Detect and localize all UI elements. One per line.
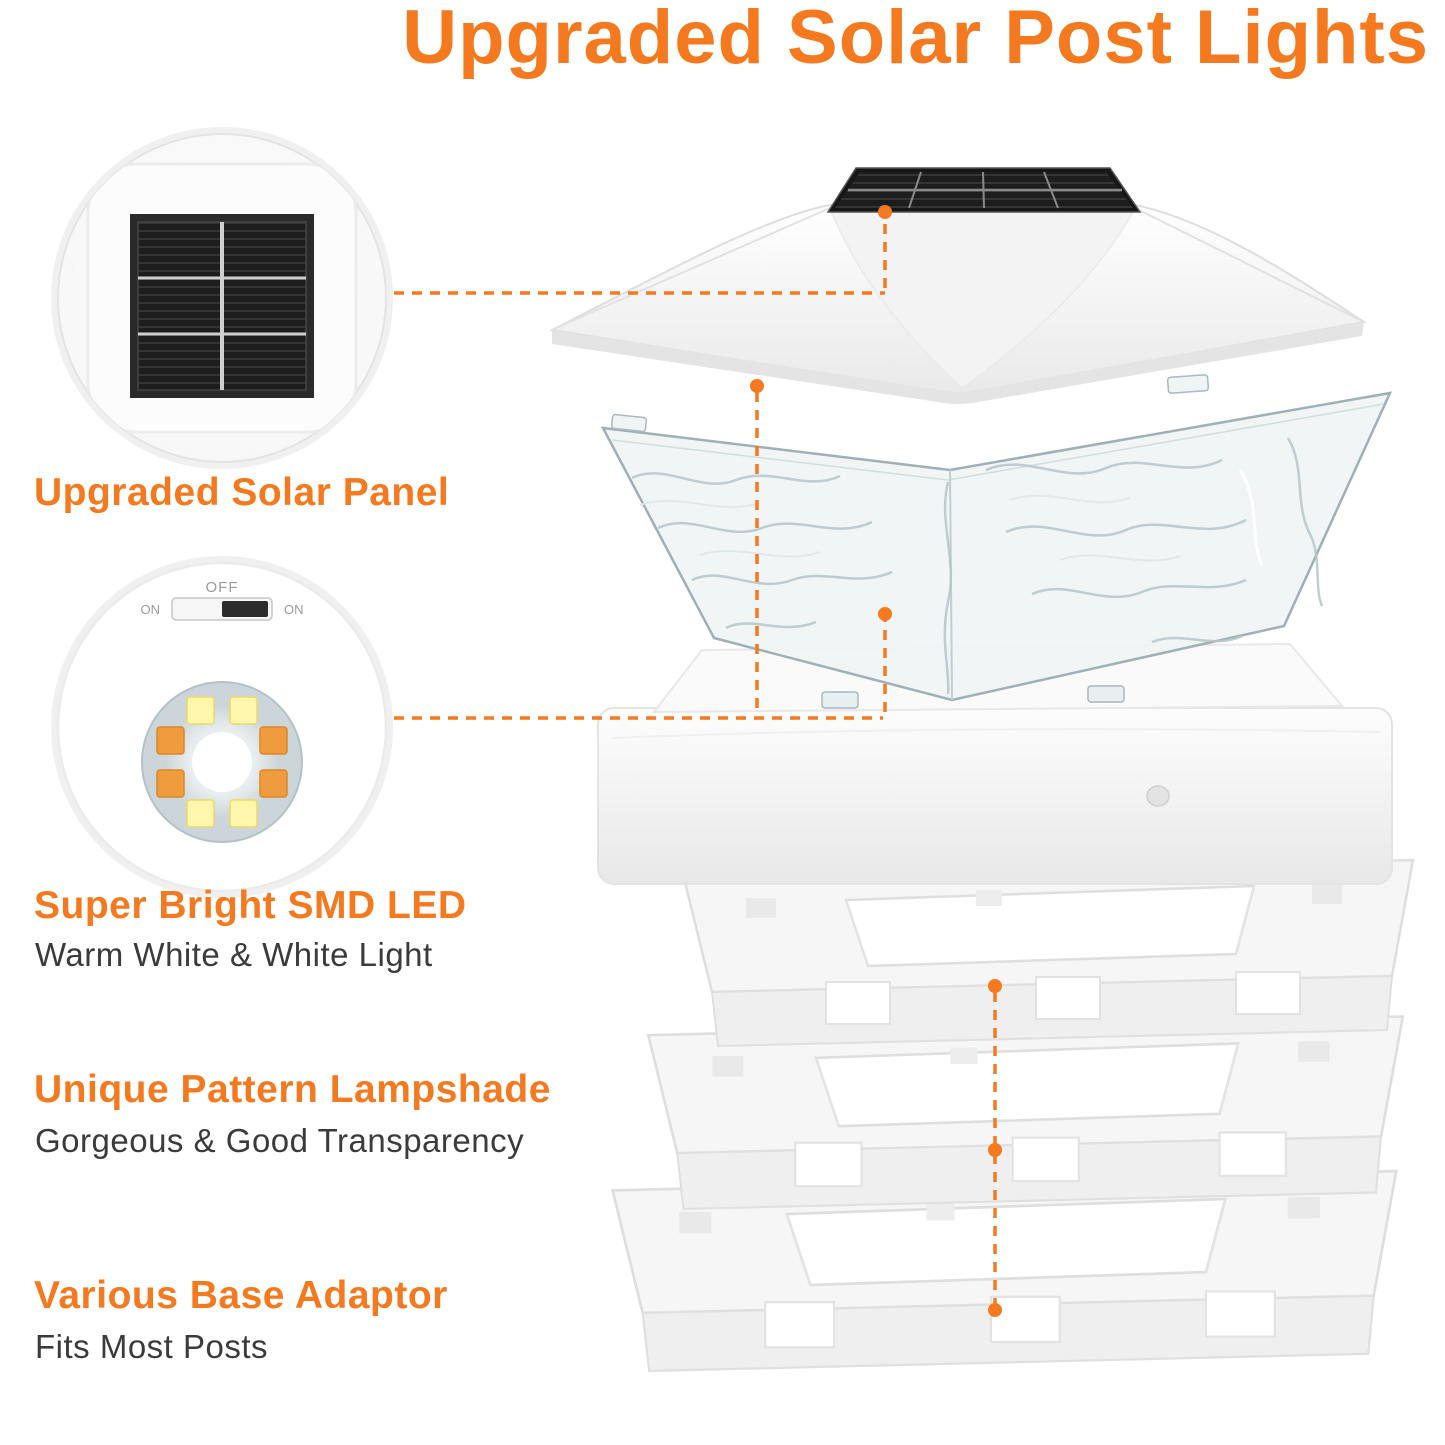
smd-led-ring-icon	[141, 681, 303, 843]
callout-base-adaptor-label: Various Base Adaptor	[34, 1274, 448, 1317]
lampshade-part	[600, 374, 1393, 709]
callout-lampshade-subtext: Gorgeous & Good Transparency	[35, 1122, 525, 1159]
callout-connector-dots	[750, 205, 1002, 1317]
switch-on-right-label: ON	[284, 602, 304, 617]
switch-knob	[222, 601, 268, 617]
callout-smd-led-label: Super Bright SMD LED	[34, 884, 467, 927]
lampshade-clip-tab	[610, 413, 648, 433]
switch-off-label: OFF	[206, 579, 239, 596]
product-exploded-view	[548, 167, 1415, 1373]
led-inset: OFF ON ON	[51, 556, 393, 898]
solar-panel-closeup-icon	[130, 214, 314, 398]
screw-hole	[1146, 785, 1170, 807]
power-switch: OFF ON ON	[141, 579, 304, 621]
cap-eave-rim	[552, 322, 1364, 404]
solar-panel-inset	[51, 127, 393, 469]
callout-base-adaptor-subtext: Fits Most Posts	[35, 1328, 269, 1365]
base-adaptor-1	[682, 858, 1415, 1048]
water-pattern-texture	[631, 437, 1324, 695]
solar-panel-icon	[826, 167, 1142, 213]
warm-white-led-chips	[186, 696, 258, 828]
callout-solar-panel-label: Upgraded Solar Panel	[34, 471, 450, 514]
callout-lampshade-label: Unique Pattern Lampshade	[34, 1068, 551, 1111]
cap-part	[548, 167, 1367, 404]
orange-led-chips	[156, 726, 288, 798]
switch-on-left-label: ON	[141, 602, 161, 617]
callout-smd-led-subtext: Warm White & White Light	[35, 936, 433, 973]
callout-connector-lines	[394, 218, 997, 1308]
lampshade-clip-tab	[1166, 374, 1210, 394]
page-title: Upgraded Solar Post Lights	[402, 0, 1429, 80]
